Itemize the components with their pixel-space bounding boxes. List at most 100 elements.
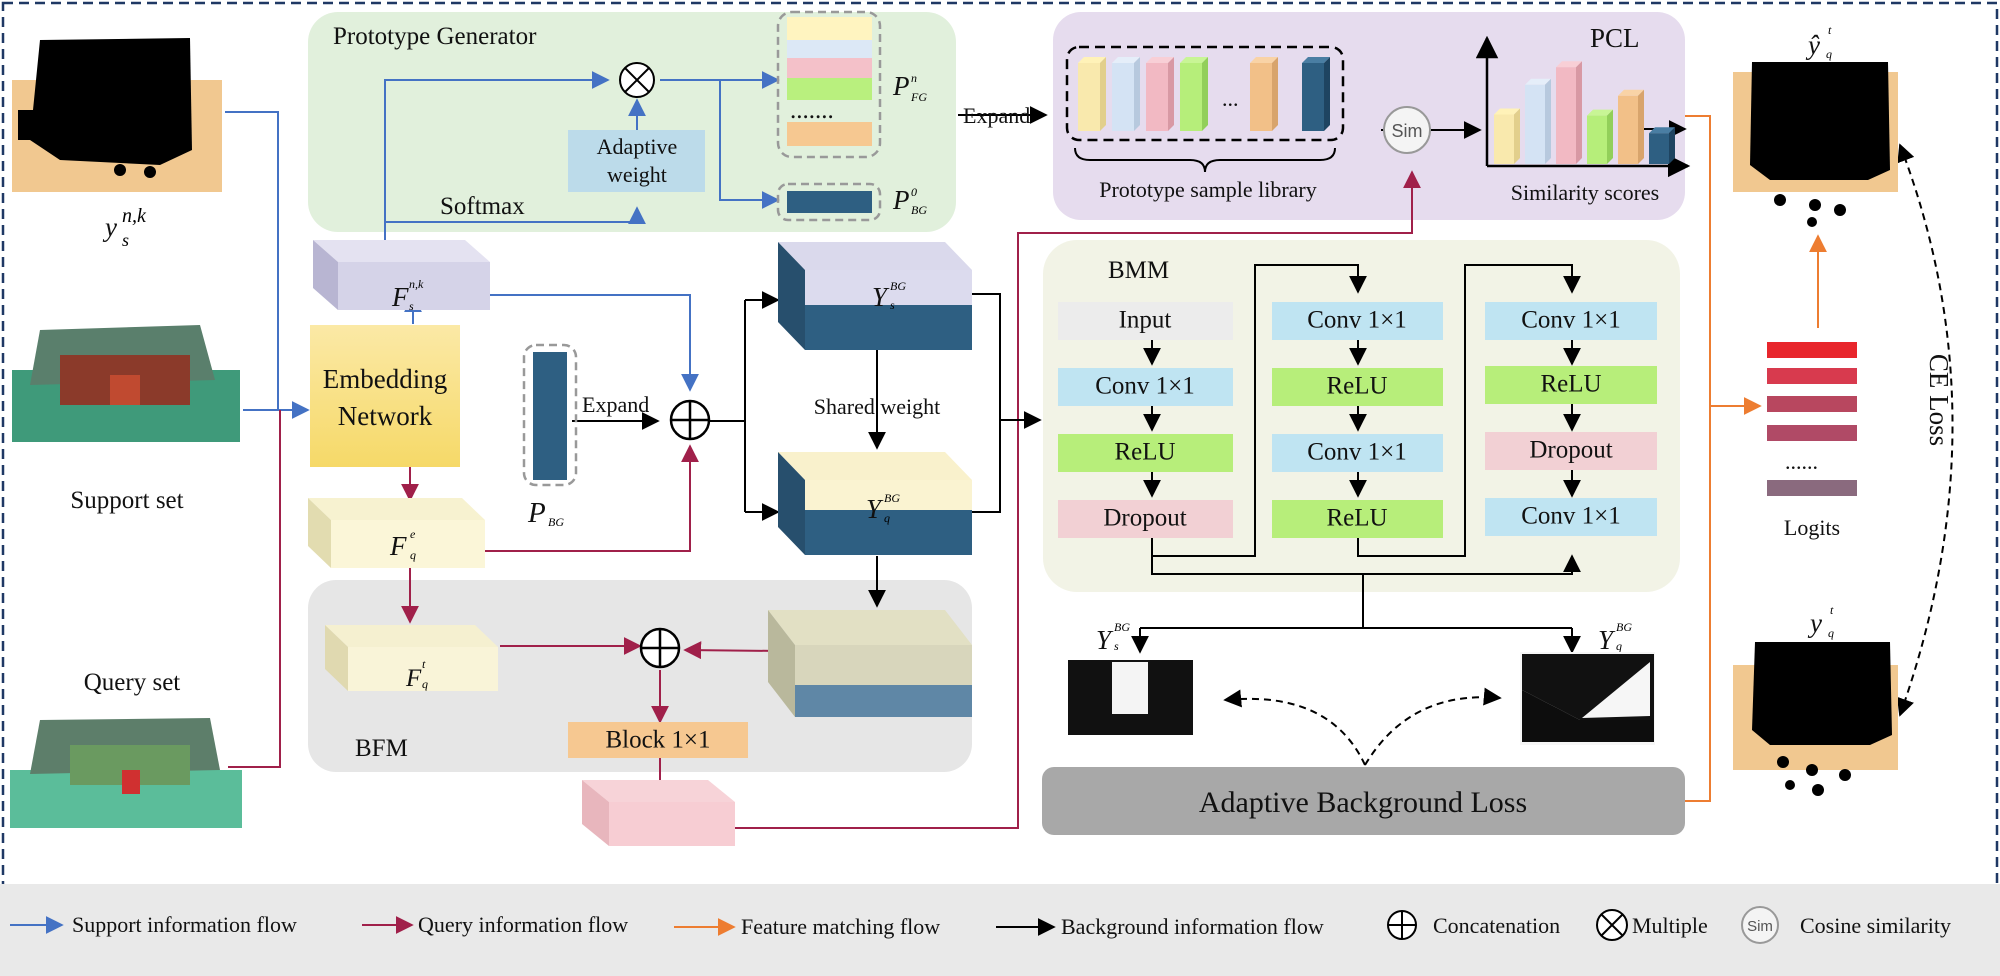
svg-text:Concatenation: Concatenation: [1433, 913, 1560, 938]
bmm-c1-relu: [1058, 434, 1233, 472]
svg-text:Multiple: Multiple: [1632, 913, 1708, 938]
ce-loss-label: CE Loss: [1924, 354, 1954, 446]
fs-feature-block: [313, 240, 490, 310]
p-fg-label: P n FG: [892, 71, 927, 104]
prediction-image: [1733, 62, 1898, 227]
svg-text:Cosine similarity: Cosine similarity: [1800, 913, 1951, 938]
svg-text:s: s: [1114, 639, 1119, 653]
svg-text:t: t: [1830, 603, 1834, 617]
svg-text:t: t: [1828, 23, 1832, 37]
bmm-input: [1058, 302, 1233, 340]
svg-text:Y: Y: [1598, 625, 1616, 655]
bmm-c3-conv-2: [1485, 498, 1657, 536]
loss-dashed-arrows: [1223, 143, 1954, 766]
svg-text:ReLU: ReLU: [1326, 373, 1387, 400]
query-set-label: Query set: [84, 669, 181, 696]
svg-text:F: F: [405, 665, 422, 692]
pcl-title: PCL: [1590, 23, 1640, 53]
prototype-library-cubes: [1078, 57, 1330, 131]
bmm-c2-relu-2: [1272, 500, 1443, 538]
legend-feature: Feature matching flow: [674, 914, 940, 939]
library-cube-2: [1112, 57, 1140, 131]
svg-text:Feature matching flow: Feature matching flow: [741, 914, 940, 939]
bmm-title: BMM: [1108, 257, 1169, 284]
svg-text:q: q: [884, 511, 890, 525]
adaptive-weight-label-1: Adaptive: [597, 134, 678, 159]
fg-prototype-4: [787, 78, 872, 100]
pbg-bar: [533, 352, 567, 480]
scores-label: Similarity scores: [1511, 180, 1659, 205]
embedding-network-label-1: Embedding: [323, 364, 447, 394]
adaptive-background-loss-label: Adaptive Background Loss: [1199, 786, 1527, 819]
support-flow-arrows: [225, 71, 780, 419]
yq-bg-block: [778, 452, 972, 555]
ground-truth-image: [1733, 642, 1898, 796]
bmm-c3-dropout: [1485, 432, 1657, 470]
svg-text:ReLU: ReLU: [1540, 371, 1601, 398]
svg-text:e: e: [410, 527, 416, 541]
svg-text:Conv 1×1: Conv 1×1: [1521, 307, 1621, 334]
svg-text:Background information flow: Background information flow: [1061, 914, 1324, 939]
fg-prototype-3: [787, 58, 872, 78]
bmm-c2-conv-2: [1272, 434, 1443, 472]
query-set-image: [10, 718, 242, 828]
bmm-panel: [1043, 240, 1680, 592]
svg-text:q: q: [422, 677, 428, 691]
pbg-frame: [522, 343, 578, 487]
ys-bg-block: [778, 242, 972, 350]
svg-text:F: F: [389, 531, 407, 561]
svg-text:BG: BG: [1114, 620, 1130, 634]
legend-panel: [0, 884, 2000, 976]
svg-text:F: F: [391, 282, 409, 312]
legend-concat: Concatenation: [1387, 910, 1560, 940]
svg-text:BG: BG: [911, 203, 927, 217]
svg-text:ReLU: ReLU: [1326, 505, 1387, 532]
multiply-operator: [619, 62, 655, 98]
similarity-bar-4: [1587, 109, 1613, 164]
adaptive-weight-label-2: weight: [607, 162, 667, 187]
svg-text:s: s: [890, 298, 895, 312]
svg-text:q: q: [410, 548, 416, 562]
svg-text:Conv 1×1: Conv 1×1: [1521, 503, 1621, 530]
ys-bg-output-image: [1068, 660, 1193, 735]
adaptive-weight-block: [568, 130, 705, 192]
library-ellipsis: ...: [1222, 86, 1239, 111]
svg-text:P: P: [892, 185, 910, 215]
logits-bars: [1767, 342, 1857, 496]
legend: Support information flow Query informati…: [10, 906, 1951, 944]
svg-text:t: t: [422, 657, 426, 671]
expand-mid-label: Expand: [582, 392, 649, 417]
similarity-bar-3: [1556, 61, 1582, 165]
svg-text:0: 0: [911, 185, 917, 199]
bmm-c2-conv-1: [1272, 302, 1443, 340]
svg-text:q: q: [1616, 639, 1622, 653]
fg-prototype-dots: .......: [790, 97, 834, 124]
svg-text:Dropout: Dropout: [1103, 505, 1186, 532]
fg-prototype-1: [787, 17, 872, 40]
bfm-output-block: [582, 780, 735, 846]
svg-text:n,k: n,k: [409, 277, 424, 291]
logits-dots: ......: [1785, 449, 1818, 474]
svg-text:Sim: Sim: [1392, 121, 1423, 141]
svg-text:Y: Y: [872, 282, 890, 312]
library-brace: [1074, 147, 1336, 173]
similarity-bar-1: [1494, 108, 1520, 164]
embedding-network-label-2: Network: [338, 401, 433, 431]
similarity-bar-2: [1525, 78, 1551, 164]
pcl-panel: [1053, 12, 1685, 220]
svg-text:Support information flow: Support information flow: [72, 912, 297, 937]
concat-operator-main: [669, 399, 711, 441]
yq-bg-output-image: [1520, 652, 1655, 745]
bmm-c3-relu: [1485, 366, 1657, 404]
support-set-image: [12, 325, 240, 442]
yq-bg-label: Y BG q: [866, 491, 900, 525]
svg-text:Y: Y: [1096, 625, 1114, 655]
svg-text:ŷ: ŷ: [1805, 30, 1820, 60]
fq-label: F e q: [389, 527, 416, 562]
svg-text:P: P: [527, 497, 546, 529]
background-flow-arrows: [572, 106, 1687, 654]
p-bg0-label: P 0 BG: [892, 185, 927, 217]
legend-query: Query information flow: [362, 912, 628, 937]
legend-background: Background information flow: [996, 914, 1324, 939]
